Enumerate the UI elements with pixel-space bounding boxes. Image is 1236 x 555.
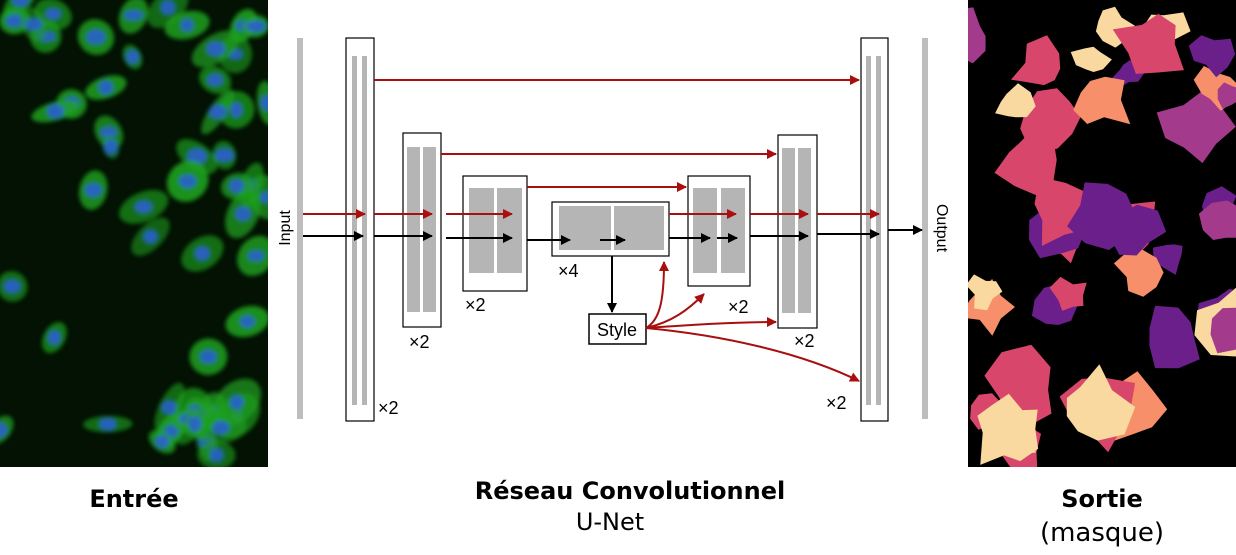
input-bar [297, 38, 303, 419]
cell [41, 322, 67, 354]
style-box: Style [588, 313, 647, 345]
network-title: Réseau Convolutionnel [474, 477, 786, 505]
cell [256, 80, 278, 125]
cell [102, 135, 120, 159]
multiplier-dec1: ×2 [826, 393, 847, 413]
mask-region [1112, 13, 1184, 74]
cell [220, 172, 252, 200]
cell [191, 30, 240, 68]
mask-region [1073, 76, 1131, 125]
decoder-block-3 [687, 175, 751, 287]
cell [118, 0, 149, 34]
encoder-block-1 [345, 37, 375, 422]
cell [83, 415, 133, 433]
multiplier-dec2: ×2 [794, 331, 815, 351]
input-cells-drawing [0, 0, 285, 470]
cell [147, 0, 189, 29]
mask-region [1108, 204, 1167, 256]
cell [166, 160, 209, 202]
multiplier-enc1: ×2 [378, 398, 399, 418]
mask-region [1066, 364, 1136, 441]
multiplier-dec3: ×2 [728, 297, 749, 317]
style-arrow-decoder-1 [645, 317, 777, 329]
cell [176, 139, 218, 174]
multiplier-enc3: ×2 [465, 295, 486, 315]
input-caption: Entrée [89, 485, 179, 513]
cell [119, 189, 169, 224]
mask-region [1070, 46, 1112, 72]
mask-region [1049, 276, 1087, 311]
cell [225, 305, 270, 338]
cell [176, 403, 214, 445]
cell [197, 440, 236, 470]
cell [79, 170, 108, 210]
output-subtitle: (masque) [1039, 518, 1165, 548]
bottleneck-block [551, 201, 670, 257]
mask-region [995, 83, 1036, 118]
cell [20, 7, 47, 42]
network-subtitle: U-Net [575, 508, 645, 536]
cell [242, 15, 270, 38]
unet-diagram: Input Output [277, 37, 950, 422]
mask-region [977, 393, 1036, 465]
output-label: Output [933, 204, 950, 253]
cell [77, 19, 115, 55]
forward-flow-arrows [303, 225, 923, 313]
input-label: Input [277, 210, 294, 246]
mask-region [1113, 250, 1164, 297]
style-label: Style [597, 320, 637, 340]
cell [0, 271, 28, 302]
mask-region [1198, 200, 1236, 240]
decoder-block-1 [860, 37, 889, 422]
output-title: Sortie [1061, 485, 1143, 513]
mask-region [1011, 35, 1061, 86]
mask-region [966, 274, 1003, 311]
cell [201, 89, 235, 135]
encoder-block-2 [402, 132, 442, 328]
output-bar [922, 38, 928, 419]
encoder-block-3 [462, 175, 528, 292]
cell [31, 100, 80, 123]
mask-region [1153, 244, 1183, 275]
cell [0, 415, 14, 445]
mask-region [1210, 307, 1236, 354]
cell [85, 75, 127, 100]
style-arrow-output [645, 327, 860, 382]
style-broadcast-arrows [645, 261, 860, 382]
cell [199, 66, 232, 94]
cell [122, 44, 143, 70]
mask-region [1217, 82, 1236, 109]
mask-region [994, 126, 1057, 196]
mask-region [1149, 305, 1200, 369]
decoder-block-2 [777, 134, 818, 329]
output-mask-image [952, 0, 1236, 481]
skip-connections [374, 75, 860, 192]
style-arrow-decoder-2 [645, 293, 705, 329]
cell [148, 429, 176, 454]
cell [237, 235, 275, 276]
output-mask-drawing [952, 6, 1236, 481]
multiplier-bottleneck: ×4 [558, 261, 579, 281]
cell [212, 140, 237, 170]
cell [189, 338, 228, 376]
mask-region [1188, 35, 1236, 78]
input-cell-image [0, 0, 285, 470]
cell [181, 235, 224, 272]
mask-region [1156, 90, 1236, 164]
style-arrow-decoder-3 [645, 261, 669, 329]
multiplier-enc2: ×2 [409, 332, 430, 352]
cell [131, 217, 170, 256]
cell [154, 382, 185, 432]
mask-region [952, 7, 986, 64]
